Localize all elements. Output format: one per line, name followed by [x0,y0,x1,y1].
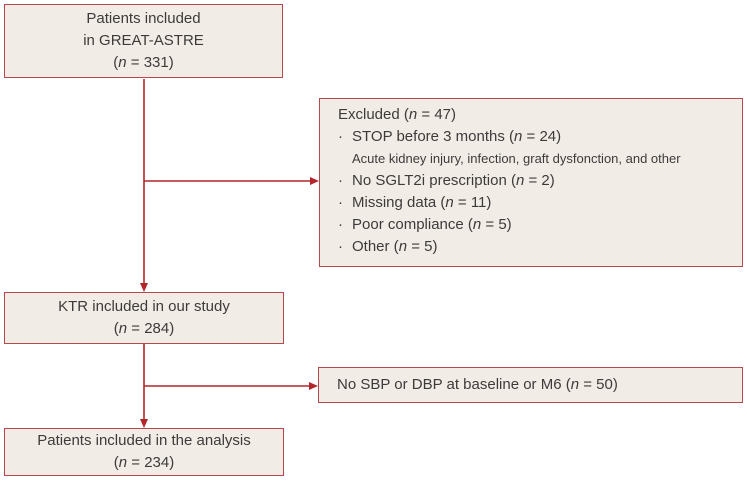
box-no-sbp: No SBP or DBP at baseline or M6 (n = 50) [318,367,743,403]
box-analysis-count: (n = 234) [113,454,175,471]
box-great-astre-line1: Patients included [86,10,201,27]
box-analysis-line1: Patients included in the analysis [37,432,251,449]
bullet-icon: · [338,172,343,189]
excluded-item-other: · Other (n = 5) [338,236,734,258]
box-no-sbp-text: No SBP or DBP at baseline or M6 (n = 50) [337,376,618,393]
excluded-item-missing-data: · Missing data (n = 11) [338,192,734,214]
excluded-item-poor-compliance: · Poor compliance (n = 5) [338,214,734,236]
box-analysis: Patients included in the analysis (n = 2… [4,428,284,476]
box-excluded: Excluded (n = 47) · STOP before 3 months… [319,98,743,267]
box-great-astre-line2: in GREAT-ASTRE [83,32,204,49]
excluded-item-stop: · STOP before 3 months (n = 24) [338,126,734,148]
bullet-icon: · [338,128,343,145]
bullet-icon: · [338,194,343,211]
bullet-icon: · [338,216,343,233]
excluded-item-stop-note: Acute kidney injury, infection, graft dy… [352,151,681,166]
box-great-astre-count: (n = 331) [113,54,174,71]
excluded-title: Excluded (n = 47) [338,106,456,123]
bullet-icon: · [338,238,343,255]
excluded-item-no-sglt2i: · No SGLT2i prescription (n = 2) [338,170,734,192]
box-ktr: KTR included in our study (n = 284) [4,292,284,344]
box-great-astre: Patients included in GREAT-ASTRE (n = 33… [4,4,283,78]
box-ktr-line1: KTR included in our study [58,298,230,315]
box-ktr-count: (n = 284) [113,320,175,337]
